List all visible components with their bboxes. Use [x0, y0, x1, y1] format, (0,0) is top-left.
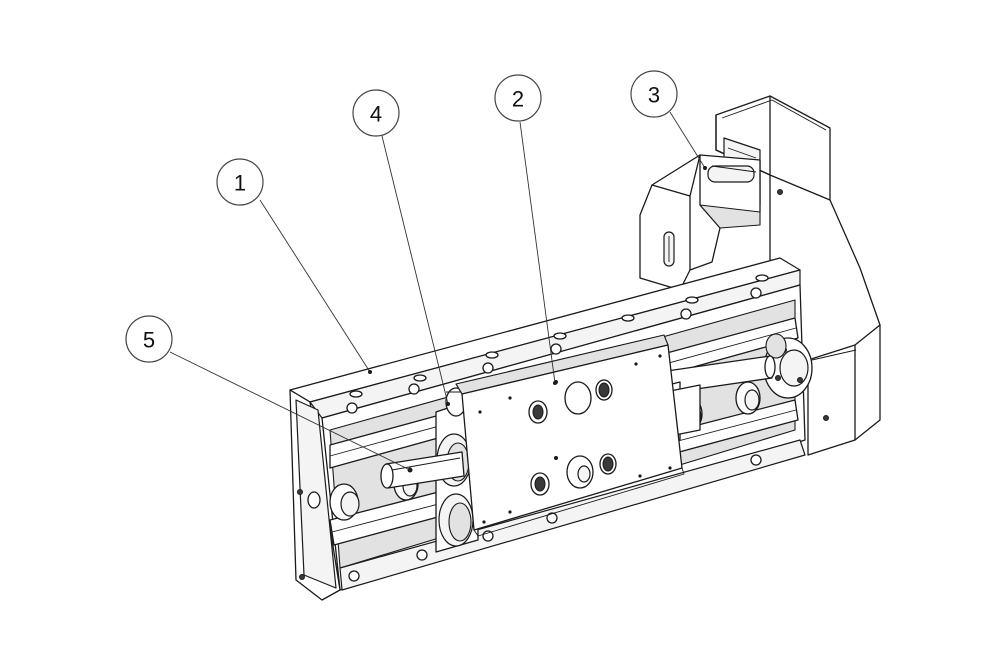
leader-4: [381, 135, 449, 405]
callout-1-circle: [216, 158, 264, 206]
callout-2-circle: [494, 74, 542, 122]
coupling: [763, 333, 813, 399]
callout-3-circle: [630, 70, 678, 118]
callout-4-circle: [352, 89, 400, 137]
leader-1-dot: [368, 370, 372, 374]
callout-3: 3: [630, 70, 678, 118]
leader-3-dot: [703, 166, 707, 170]
leader-2-dot: [553, 381, 557, 385]
leader-3: [669, 111, 706, 169]
callout-2: 2: [494, 74, 542, 122]
leader-4-dot: [446, 402, 450, 406]
rail-screw-holes: [346, 274, 769, 582]
callout-1: 1: [216, 158, 264, 206]
leader-5: [169, 351, 411, 471]
leader-2: [519, 121, 556, 384]
mounting-bracket: [639, 154, 761, 291]
leader-lines: [169, 111, 707, 471]
callout-3-label: 3: [648, 83, 660, 108]
leader-1: [259, 199, 371, 373]
carriage-plate: [455, 334, 685, 537]
callout-5: 5: [125, 315, 173, 363]
callout-4: 4: [352, 89, 400, 137]
callout-5-label: 5: [143, 328, 155, 353]
callout-2-label: 2: [512, 87, 524, 112]
guide-rod: [380, 451, 465, 489]
callout-5-circle: [125, 315, 173, 363]
callout-4-label: 4: [370, 102, 382, 127]
callout-1-label: 1: [234, 171, 246, 196]
